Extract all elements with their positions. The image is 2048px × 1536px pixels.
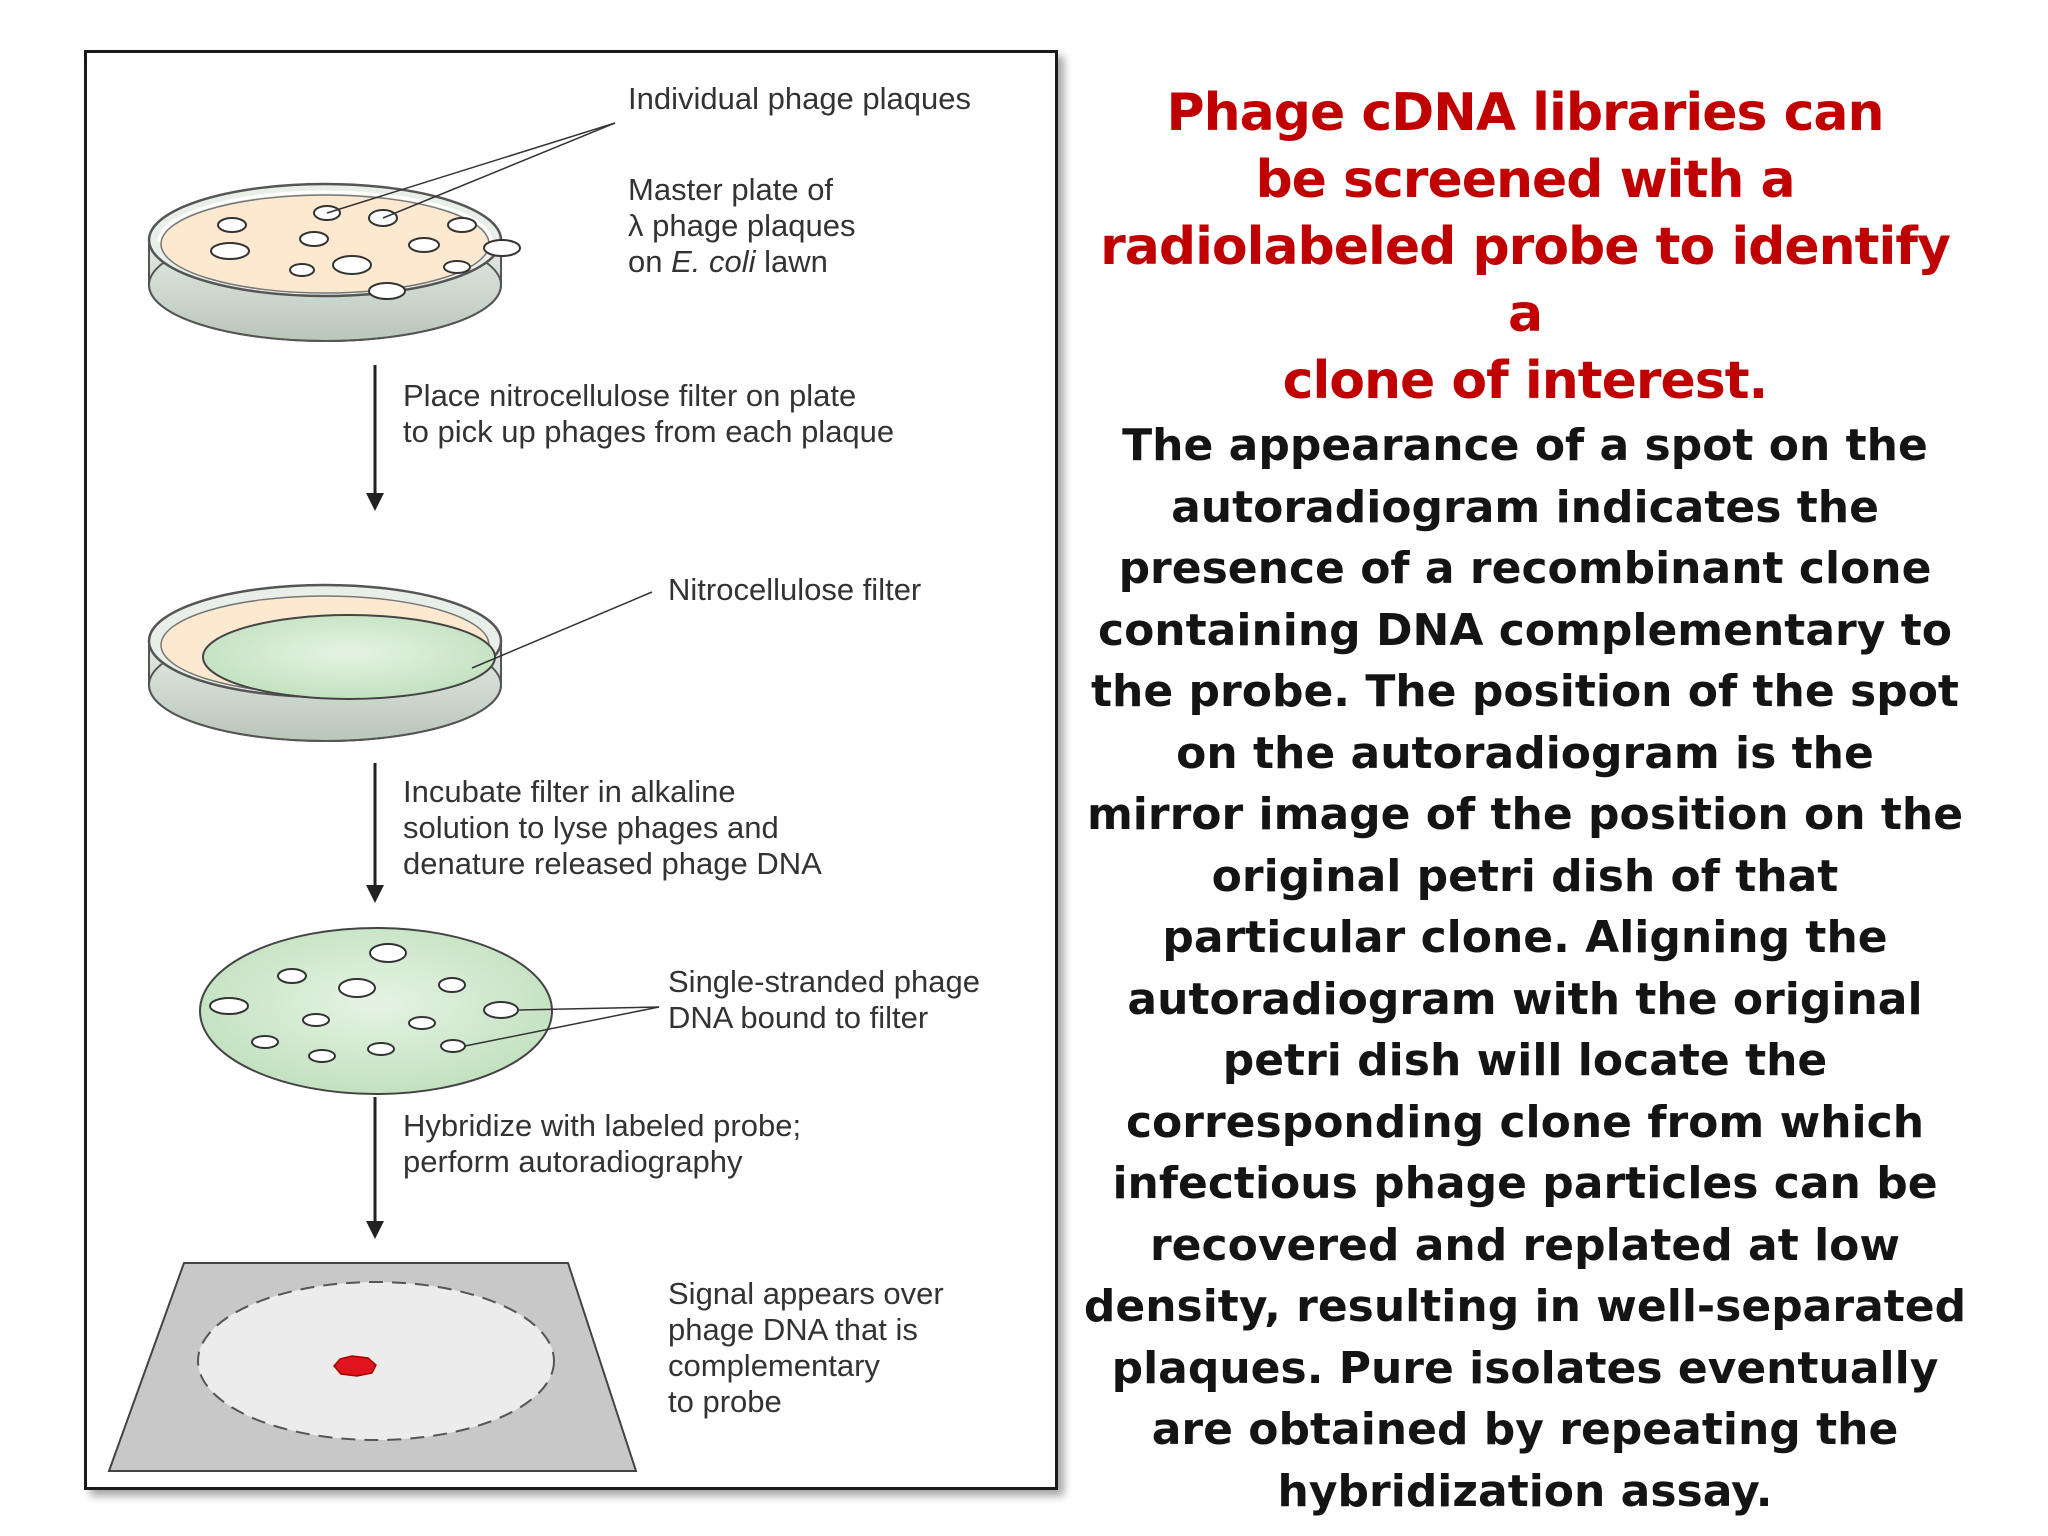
label-master-plate-2: λ phage plaques xyxy=(628,208,856,243)
diagram-graphics xyxy=(107,122,660,1472)
label-individual-plaques: Individual phage plaques xyxy=(628,81,971,116)
label-master-plate-1: Master plate of xyxy=(628,172,834,207)
step2-text-2: solution to lyse phages and xyxy=(403,810,779,845)
step3-text-2: perform autoradiography xyxy=(403,1144,743,1179)
label-signal-3: complementary xyxy=(668,1348,880,1383)
step1-text-1: Place nitrocellulose filter on plate xyxy=(403,378,857,413)
nitrocellulose-filter-dish xyxy=(147,583,653,742)
slide-body-text: The appearance of a spot on the autoradi… xyxy=(1083,420,1967,1517)
phage-screening-diagram: Individual phage plaques Master plate of… xyxy=(84,50,1058,1490)
explanation-column: Phage cDNA libraries can be screened wit… xyxy=(1080,80,1970,1522)
master-plate-dish xyxy=(147,122,616,342)
slide-title: Phage cDNA libraries can be screened wit… xyxy=(1100,83,1951,411)
step2-text-1: Incubate filter in alkaline xyxy=(403,774,736,809)
ecoli-italic: E. coli xyxy=(671,244,756,279)
step1-text-2: to pick up phages from each plaque xyxy=(403,414,895,449)
autoradiogram-film xyxy=(107,1262,638,1472)
label-signal-4: to probe xyxy=(668,1384,782,1419)
label-ssdna-1: Single-stranded phage xyxy=(668,964,980,999)
label-master-plate-3: on E. coli lawn xyxy=(628,244,828,279)
label-nitrocellulose-filter: Nitrocellulose filter xyxy=(668,572,922,607)
arrow-step-2 xyxy=(366,763,384,903)
arrow-step-1 xyxy=(366,365,384,511)
step2-text-3: denature released phage DNA xyxy=(403,846,822,881)
label-signal-2: phage DNA that is xyxy=(668,1312,918,1347)
step3-text-1: Hybridize with labeled probe; xyxy=(403,1108,802,1143)
single-stranded-dna-filter xyxy=(199,927,660,1095)
arrow-step-3 xyxy=(366,1097,384,1239)
label-signal-1: Signal appears over xyxy=(668,1276,944,1311)
label-ssdna-2: DNA bound to filter xyxy=(668,1000,929,1035)
hybridization-signal xyxy=(333,1355,377,1377)
